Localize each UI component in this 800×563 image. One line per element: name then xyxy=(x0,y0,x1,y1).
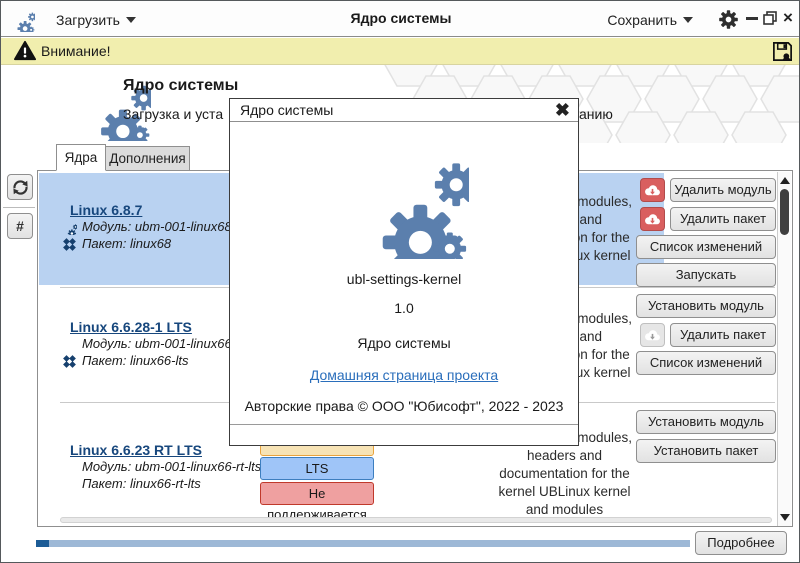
hash-button[interactable]: # xyxy=(7,213,33,239)
homepage-link-wrap: Домашняя страница проекта xyxy=(230,367,578,383)
tab-additions[interactable]: Дополнения xyxy=(106,146,190,171)
install-module-button[interactable]: Установить модуль xyxy=(636,410,776,434)
kernel-package-line: Пакет: linux68 xyxy=(82,236,172,251)
package-cloud-status-icon[interactable] xyxy=(640,207,665,231)
copyright-text: Авторские права © ООО "Юбисофт", 2022 - … xyxy=(244,398,564,414)
app-version: 1.0 xyxy=(394,300,414,316)
dialog-titlebar: Ядро системы ✖ xyxy=(230,99,578,122)
horizontal-scrollbar[interactable] xyxy=(60,517,772,523)
close-button[interactable]: × xyxy=(783,8,793,27)
warning-banner: Внимание! xyxy=(1,38,799,65)
refresh-icon xyxy=(12,179,29,196)
dialog-title: Ядро системы xyxy=(240,102,334,118)
save-config-icon[interactable] xyxy=(771,40,794,63)
dialog-footer xyxy=(230,424,578,445)
minimize-button[interactable] xyxy=(745,11,759,25)
page-subtitle: Загрузка и уста xyxy=(123,106,224,122)
app-gears-logo xyxy=(341,131,469,259)
homepage-link[interactable]: Домашняя страница проекта xyxy=(309,367,499,383)
top-toolbar: Загрузить Ядро системы Сохранить × xyxy=(1,1,799,37)
dialog-close-icon[interactable]: ✖ xyxy=(554,100,570,120)
load-menu-button[interactable]: Загрузить xyxy=(56,9,136,31)
module-cloud-status-icon[interactable] xyxy=(640,178,665,202)
settings-gear-icon[interactable] xyxy=(719,10,738,29)
app-name: Ядро системы xyxy=(357,335,451,351)
changelog-button[interactable]: Список изменений xyxy=(636,235,776,259)
scrollbar-thumb[interactable] xyxy=(780,189,789,235)
page-title: Ядро системы xyxy=(123,77,239,94)
lts-badge: LTS xyxy=(260,457,374,480)
package-installed-icon xyxy=(62,237,77,252)
warning-text: Внимание! xyxy=(41,43,111,59)
scroll-up-arrow-icon[interactable] xyxy=(780,177,790,184)
details-button[interactable]: Подробнее xyxy=(695,531,787,555)
progress-bar xyxy=(36,540,690,547)
save-menu-button[interactable]: Сохранить xyxy=(607,9,693,31)
run-button[interactable]: Запускать xyxy=(636,263,776,287)
maximize-button[interactable] xyxy=(763,11,777,25)
load-menu-label: Загрузить xyxy=(56,12,120,28)
window-title: Ядро системы xyxy=(350,10,452,26)
kernel-name-link[interactable]: Linux 6.8.7 xyxy=(70,202,143,218)
kernel-module-line: Модуль: ubm-001-linux68 xyxy=(82,219,232,234)
kernel-module-line: Модуль: ubm-001-linux66-rt-lts xyxy=(82,459,262,474)
chevron-down-icon xyxy=(125,17,136,23)
kernel-package-line: Пакет: linux66-lts xyxy=(82,353,189,368)
kernel-package-line: Пакет: linux66-rt-lts xyxy=(82,476,201,491)
scroll-down-arrow-icon[interactable] xyxy=(780,514,790,521)
toolbar-separator xyxy=(3,207,35,208)
refresh-button[interactable] xyxy=(7,174,33,200)
package-installed-icon xyxy=(62,354,77,369)
module-installed-icon xyxy=(62,220,77,235)
package-cloud-status-icon[interactable] xyxy=(640,323,665,347)
install-module-button[interactable]: Установить модуль xyxy=(636,294,776,318)
about-dialog: Ядро системы ✖ ubl-settings-kernel 1.0 Я… xyxy=(229,98,579,446)
unsupported-badge: Не поддерживается xyxy=(260,482,374,522)
progress-bar-fill xyxy=(36,540,49,547)
remove-module-button[interactable]: Удалить модуль xyxy=(670,178,776,202)
chevron-down-icon xyxy=(683,17,693,23)
kernel-module-line: Модуль: ubm-001-linux66-lts xyxy=(82,336,250,351)
remove-package-button[interactable]: Удалить пакет xyxy=(670,323,776,347)
remove-package-button[interactable]: Удалить пакет xyxy=(670,207,776,231)
app-id-text: ubl-settings-kernel xyxy=(346,271,462,287)
save-menu-label: Сохранить xyxy=(607,12,677,28)
changelog-button[interactable]: Список изменений xyxy=(636,351,776,375)
kernel-name-link[interactable]: Linux 6.6.28-1 LTS xyxy=(70,319,192,335)
kernel-name-link[interactable]: Linux 6.6.23 RT LTS xyxy=(70,442,202,458)
vertical-scrollbar[interactable] xyxy=(777,172,791,526)
tab-kernels[interactable]: Ядра xyxy=(56,144,106,171)
install-package-button[interactable]: Установить пакет xyxy=(636,439,776,463)
page-subtitle-continued: анию xyxy=(579,106,613,122)
warning-icon xyxy=(14,40,36,62)
